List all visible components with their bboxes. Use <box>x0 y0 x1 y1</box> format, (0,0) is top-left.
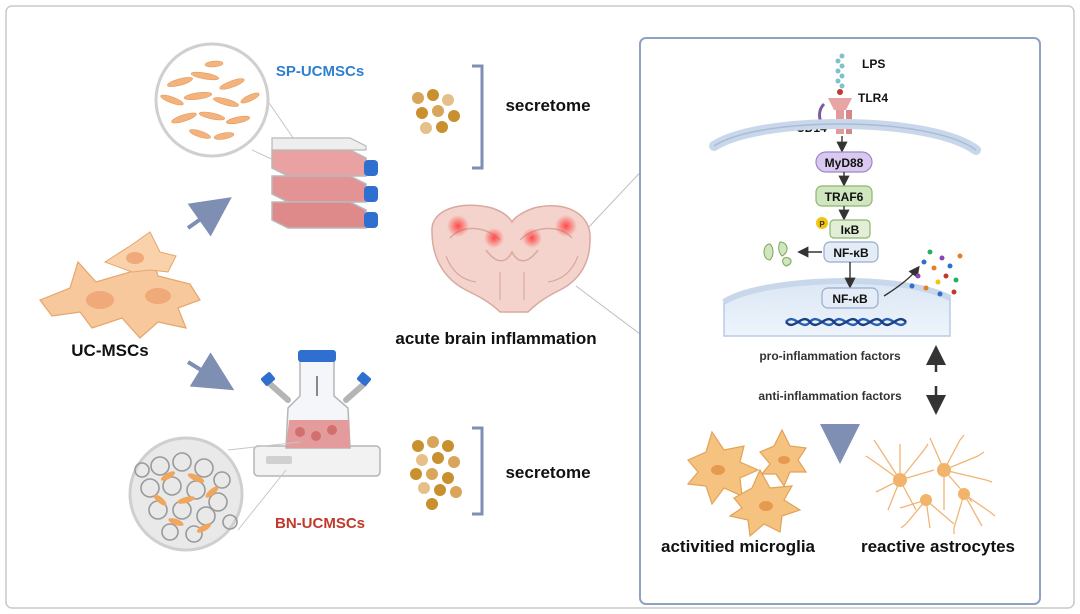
myd88-label: MyD88 <box>825 156 864 170</box>
secretome-bottom-bracket <box>472 426 484 516</box>
nfkb-nucleus-box <box>821 287 879 309</box>
microglia-label: activitied microglia <box>661 537 816 556</box>
nfkb-cytoplasm-box <box>823 241 879 263</box>
secretome-bottom-label: secretome <box>505 463 590 482</box>
reactive-astrocytes-icon <box>865 434 996 534</box>
uc-mscs-cells-icon <box>39 231 201 339</box>
ikb-box <box>829 219 871 239</box>
phospho-badge <box>816 217 828 229</box>
nfkb-nucleus-label: NF-κB <box>832 292 868 306</box>
sp-cell-zoom-circle-icon <box>154 42 301 163</box>
sp-ucmscs-label: SP-UCMSCs <box>276 63 364 80</box>
proteasome-degradation-icon <box>763 241 792 267</box>
traf6-label: TRAF6 <box>825 190 864 204</box>
lps-molecule-icon <box>835 53 845 95</box>
bioreactor-flask-icon <box>253 350 381 477</box>
astrocytes-label: reactive astrocytes <box>861 537 1015 556</box>
dna-helix-icon <box>785 317 907 327</box>
secretome-top-label: secretome <box>505 96 590 115</box>
astrocyte-bodies <box>893 463 970 506</box>
brain-section-icon <box>431 204 591 313</box>
uc-mscs-label: UC-MSCs <box>71 341 148 360</box>
pro-inflammation-label: pro-inflammation factors <box>759 349 901 363</box>
stacked-flask-icon <box>271 137 378 229</box>
cytokines-icon <box>909 249 963 297</box>
cell-membrane-edge <box>713 123 977 151</box>
secretome-top-beads-icon <box>412 89 460 134</box>
arrow-cytokine-release <box>883 265 920 297</box>
brain-inflammation-label: acute brain inflammation <box>395 329 596 348</box>
zoom-line-top <box>587 163 649 229</box>
bn-ucmscs-label: BN-UCMSCs <box>275 515 365 532</box>
secretome-top-bracket <box>472 64 484 170</box>
microglia-nuclei <box>711 456 790 511</box>
phospho-badge-label: P <box>819 220 825 229</box>
zoom-line-bottom <box>575 285 649 341</box>
arrow-to-sp <box>186 197 232 237</box>
lps-label: LPS <box>862 57 885 71</box>
anti-inflammation-label: anti-inflammation factors <box>758 389 902 403</box>
ikb-label: IκB <box>841 223 860 237</box>
secretome-bottom-beads-icon <box>410 436 462 510</box>
nfkb-cytoplasm-label: NF-κB <box>833 246 869 260</box>
arrow-to-bn <box>186 352 235 391</box>
bn-cell-zoom-circle-icon <box>128 436 301 552</box>
tlr4-label: TLR4 <box>858 91 888 105</box>
